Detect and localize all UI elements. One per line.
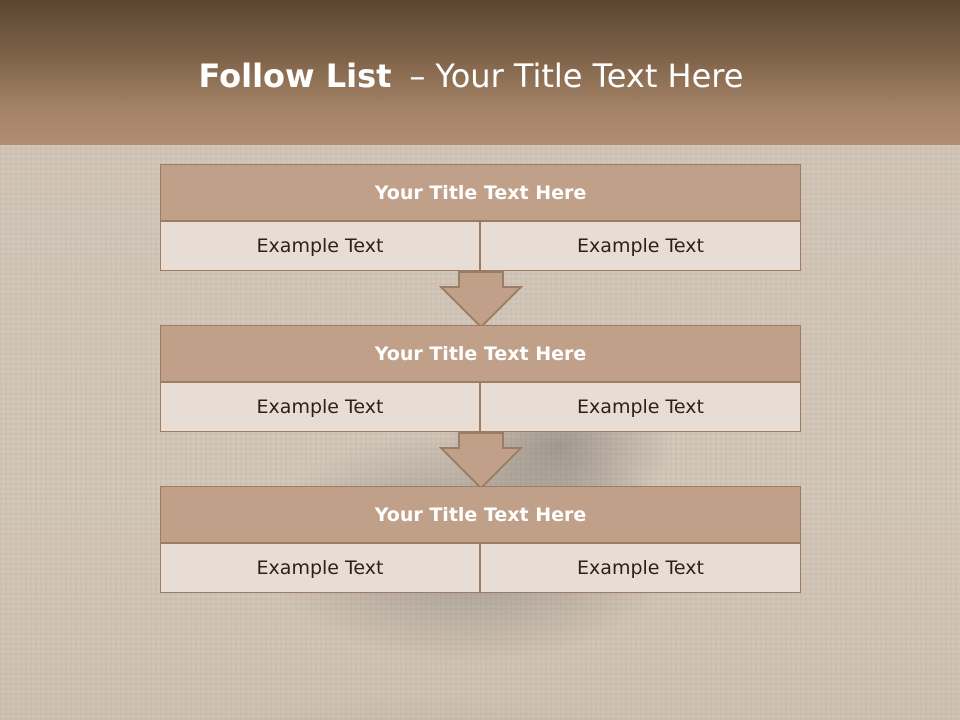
down-arrow-icon [439, 271, 523, 329]
title-rest: Your Title Text Here [435, 57, 744, 95]
title-separator: – [409, 57, 426, 95]
block-cell-right: Example Text [480, 543, 801, 593]
header-bar [0, 0, 960, 145]
block-title: Your Title Text Here [160, 164, 801, 221]
list-block-3: Your Title Text Here Example Text Exampl… [160, 486, 801, 593]
block-cell-left: Example Text [160, 221, 480, 271]
block-cell-left: Example Text [160, 382, 480, 432]
down-arrow-icon [439, 432, 523, 490]
list-block-1: Your Title Text Here Example Text Exampl… [160, 164, 801, 271]
block-cell-left: Example Text [160, 543, 480, 593]
list-block-2: Your Title Text Here Example Text Exampl… [160, 325, 801, 432]
block-cell-right: Example Text [480, 221, 801, 271]
title-bold: Follow List [198, 57, 392, 95]
block-title: Your Title Text Here [160, 486, 801, 543]
block-cell-right: Example Text [480, 382, 801, 432]
block-title: Your Title Text Here [160, 325, 801, 382]
slide-title: Follow List–Your Title Text Here [0, 55, 942, 97]
